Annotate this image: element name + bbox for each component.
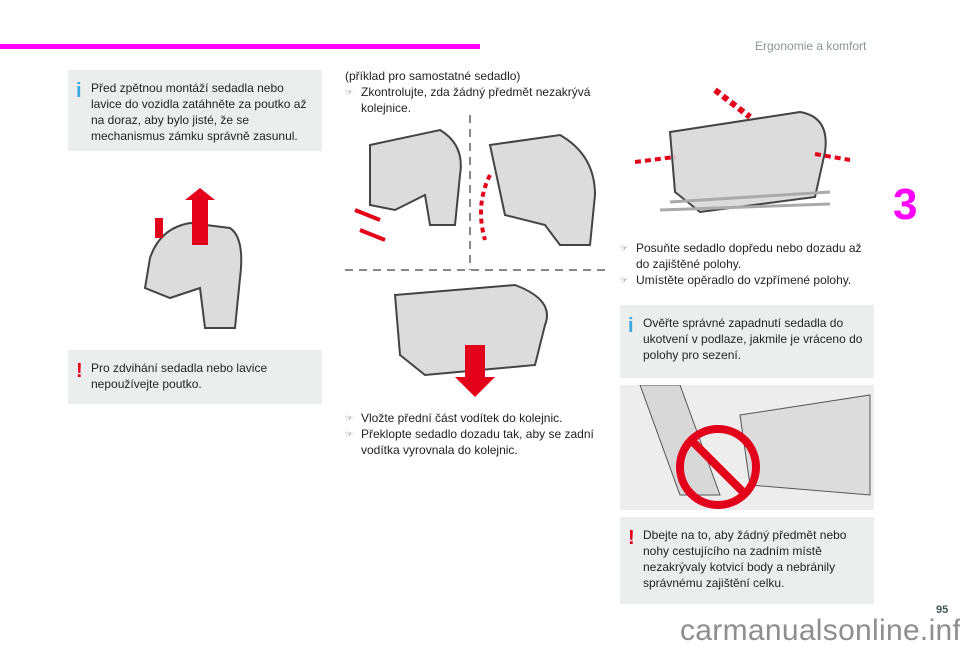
seat-lift-illustration <box>143 188 243 329</box>
info-box: i Před zpětnou montáží sedadla nebo lavi… <box>68 70 322 151</box>
anchor-obstruction-illustration <box>620 385 874 510</box>
info-icon: i <box>76 80 82 102</box>
seat-install-illustration <box>345 115 605 397</box>
section-title: Ergonomie a komfort <box>755 39 867 53</box>
middle-intro-block: (příklad pro samostatné sedadlo) Zkontro… <box>345 68 605 116</box>
chapter-color-bar <box>0 44 480 49</box>
chapter-number: 3 <box>893 180 918 229</box>
bullet-item: Zkontrolujte, zda žádný předmět nezakrýv… <box>345 84 605 116</box>
watermark: carmanualsonline.info <box>680 614 960 647</box>
page-number: 95 <box>936 604 949 616</box>
bullet-item: Umístěte opěradlo do vzpřímené polohy. <box>620 272 875 288</box>
warning-text: Dbejte na to, aby žádný předmět nebo noh… <box>643 528 847 590</box>
warning-box: ! Dbejte na to, aby žádný předmět nebo n… <box>620 517 874 604</box>
bullet-item: Posuňte sedadlo dopředu nebo dozadu až d… <box>620 240 875 272</box>
info-text: Ověřte správné zapadnutí sedadla do ukot… <box>643 316 863 362</box>
info-text: Před zpětnou montáží sedadla nebo lavice… <box>91 81 307 143</box>
right-bullets: Posuňte sedadlo dopředu nebo dozadu až d… <box>620 240 875 288</box>
warning-box: ! Pro zdvihání sedadla nebo lavice nepou… <box>68 350 322 404</box>
bullet-item: Vložte přední část vodítek do kolejnic. <box>345 410 605 426</box>
bullet-item: Překlopte sedadlo dozadu tak, aby se zad… <box>345 426 605 458</box>
warning-text: Pro zdvihání sedadla nebo lavice nepouží… <box>91 361 268 391</box>
info-box: i Ověřte správné zapadnutí sedadla do uk… <box>620 305 874 378</box>
middle-bullets: Vložte přední část vodítek do kolejnic. … <box>345 410 605 458</box>
warning-icon: ! <box>628 527 635 549</box>
example-note: (příklad pro samostatné sedadlo) <box>345 69 521 83</box>
info-icon: i <box>628 315 634 337</box>
seat-slide-illustration <box>634 87 851 214</box>
warning-icon: ! <box>76 360 83 382</box>
